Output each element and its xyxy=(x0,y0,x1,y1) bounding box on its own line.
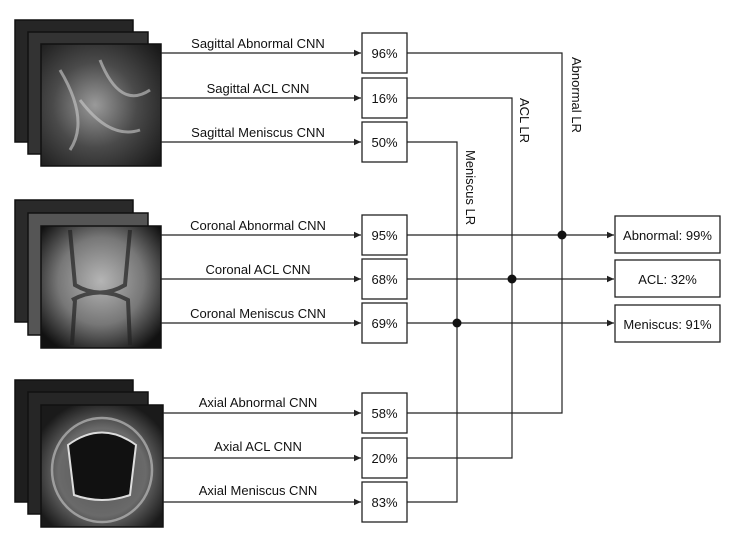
cnn-probability: 16% xyxy=(371,91,397,106)
meniscus-output: Meniscus: 91% xyxy=(623,317,712,332)
cnn-box: 83% xyxy=(361,481,408,523)
cnn-label: Axial Abnormal CNN xyxy=(199,395,318,410)
sagittal-mri-stack xyxy=(14,19,162,167)
cnn-box: 20% xyxy=(361,437,408,479)
cnn-probability: 95% xyxy=(371,228,397,243)
cnn-box: 69% xyxy=(361,302,408,344)
cnn-box: 95% xyxy=(361,214,408,256)
cnn-label: Sagittal Abnormal CNN xyxy=(191,36,325,51)
cnn-label: Coronal Meniscus CNN xyxy=(190,306,326,321)
acl-junction-dot xyxy=(507,274,517,284)
acl-output-box: ACL: 32% xyxy=(614,259,721,298)
final-outputs: Abnormal: 99% ACL: 32% Meniscus: 91% xyxy=(614,215,721,343)
cnn-probability: 68% xyxy=(371,272,397,287)
cnn-arrows xyxy=(161,49,361,506)
cnn-probability: 58% xyxy=(371,406,397,421)
abnormal-output: Abnormal: 99% xyxy=(623,228,712,243)
meniscus-lr-label: Meniscus LR xyxy=(463,150,478,225)
axial-mri-stack xyxy=(14,379,164,528)
cnn-label: Axial Meniscus CNN xyxy=(199,483,317,498)
coronal-mri-stack xyxy=(14,199,162,349)
cnn-labels: Sagittal Abnormal CNN Sagittal ACL CNN S… xyxy=(190,36,326,498)
cnn-label: Coronal Abnormal CNN xyxy=(190,218,326,233)
cnn-box: 96% xyxy=(361,32,408,74)
cnn-probability: 96% xyxy=(371,46,397,61)
cnn-box: 50% xyxy=(361,121,408,163)
abnormal-output-box: Abnormal: 99% xyxy=(614,215,721,254)
cnn-box: 68% xyxy=(361,258,408,300)
abnormal-junction-dot xyxy=(557,230,567,240)
cnn-label: Axial ACL CNN xyxy=(214,439,302,454)
cnn-label: Sagittal ACL CNN xyxy=(207,81,310,96)
cnn-box: 58% xyxy=(361,392,408,434)
cnn-probability: 83% xyxy=(371,495,397,510)
lr-wiring xyxy=(407,52,614,503)
abnormal-lr-label: Abnormal LR xyxy=(569,57,584,133)
cnn-boxes: 96% 16% 50% 95% 68% 69% 58% 20% 83% xyxy=(361,32,408,523)
cnn-probability: 20% xyxy=(371,451,397,466)
cnn-probability: 50% xyxy=(371,135,397,150)
meniscus-junction-dot xyxy=(452,318,462,328)
acl-output: ACL: 32% xyxy=(638,272,697,287)
cnn-box: 16% xyxy=(361,77,408,119)
cnn-label: Coronal ACL CNN xyxy=(205,262,310,277)
meniscus-output-box: Meniscus: 91% xyxy=(614,304,721,343)
acl-lr-label: ACL LR xyxy=(517,98,532,143)
cnn-label: Sagittal Meniscus CNN xyxy=(191,125,325,140)
cnn-probability: 69% xyxy=(371,316,397,331)
